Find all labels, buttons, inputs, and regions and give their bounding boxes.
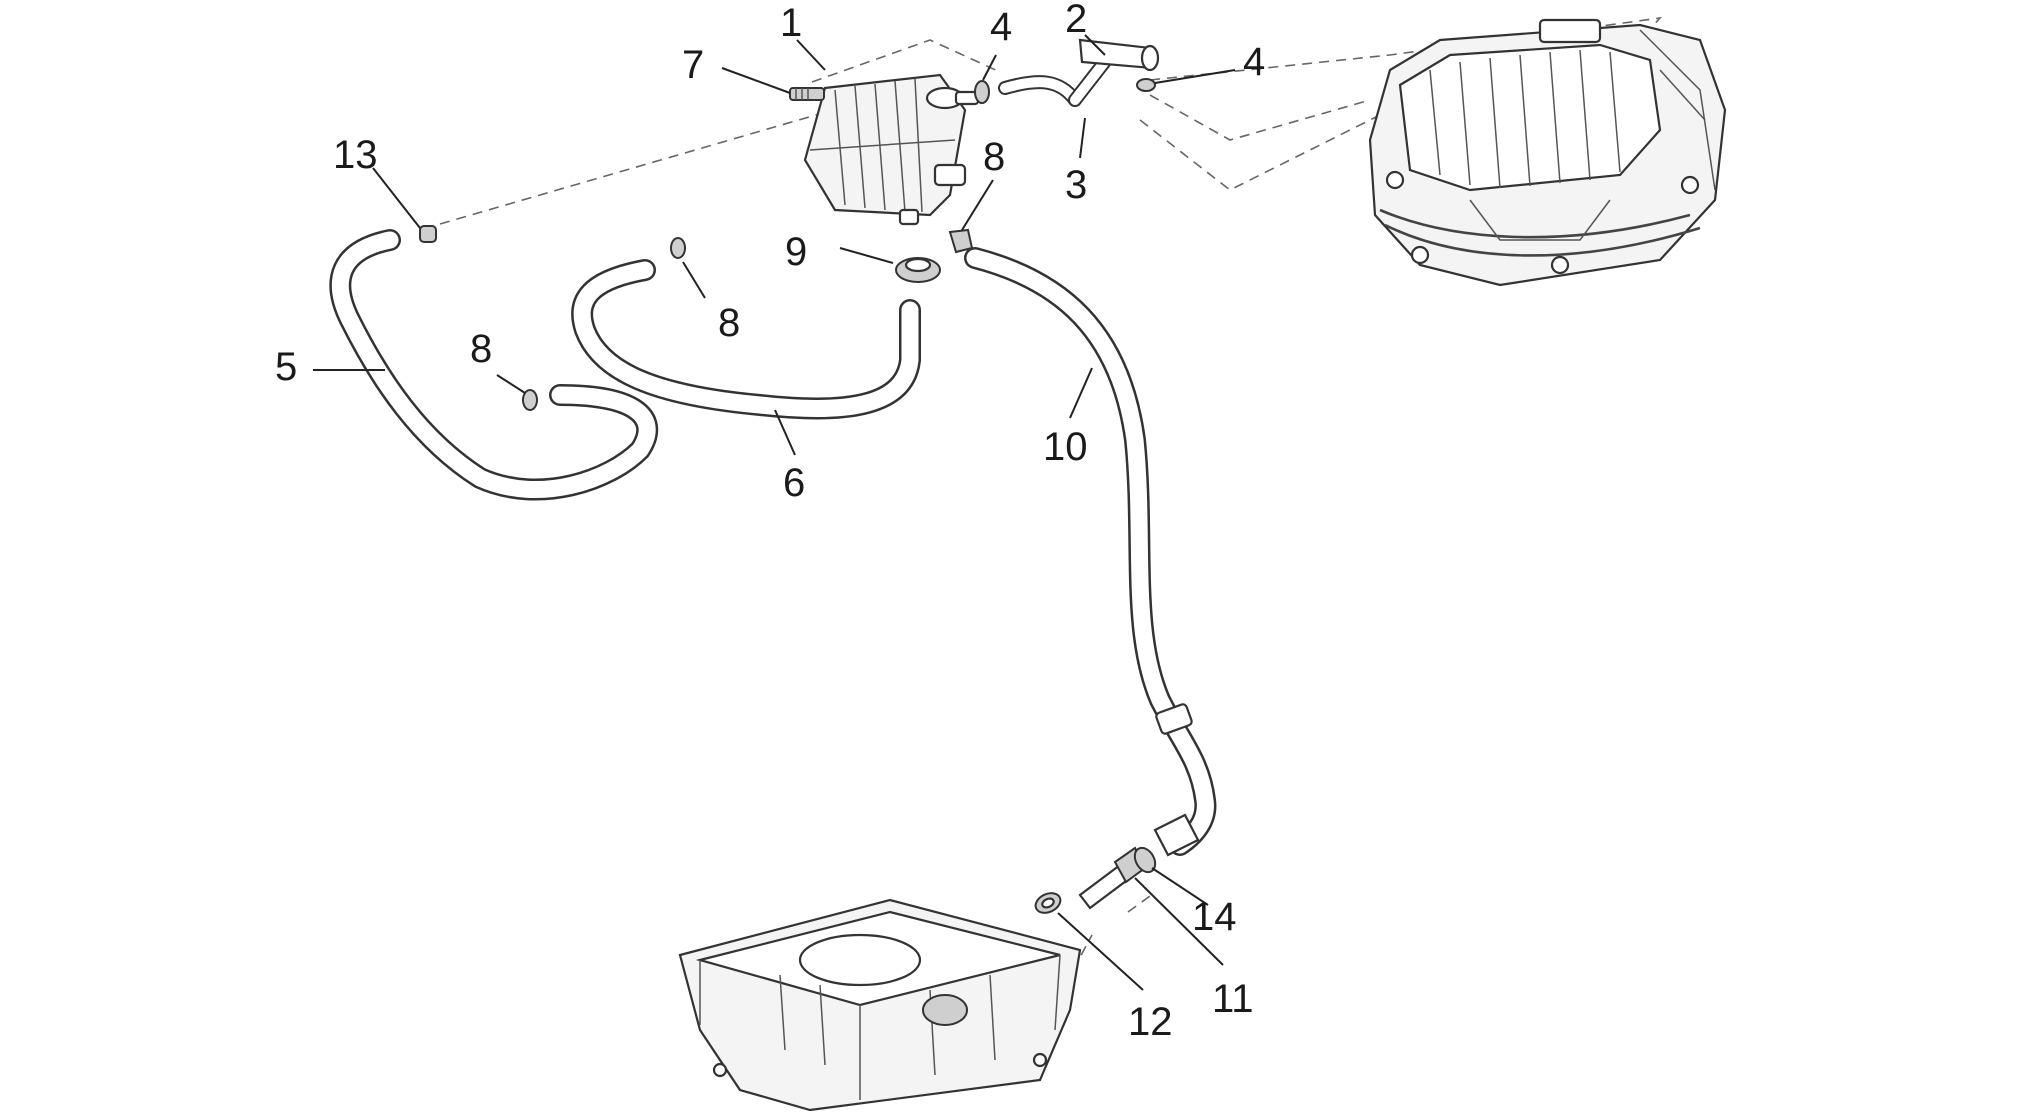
air-filter-box <box>1368 18 1727 287</box>
callout-8-upper: 8 <box>983 135 1005 179</box>
callout-4-right: 4 <box>1243 40 1265 84</box>
callout-12: 12 <box>1128 1000 1173 1044</box>
callout-8-lower: 8 <box>470 327 492 371</box>
callout-leader-lines <box>313 34 1236 991</box>
clamp-part-8-middle <box>670 237 686 259</box>
callout-13: 13 <box>333 133 378 177</box>
callout-labels: 1 2 3 4 4 5 6 7 8 8 8 9 10 11 12 13 14 <box>275 0 1265 1044</box>
clamp-part-4-right <box>1136 78 1156 92</box>
callout-6: 6 <box>783 461 805 505</box>
screw-part-7 <box>789 87 825 101</box>
clamp-part-4-left <box>974 80 990 104</box>
washer-part-12 <box>1034 892 1062 914</box>
callout-14: 14 <box>1192 895 1237 939</box>
callout-9: 9 <box>785 230 807 274</box>
callout-7: 7 <box>682 43 704 87</box>
hose-part-5 <box>329 229 659 501</box>
callout-10: 10 <box>1043 425 1088 469</box>
callout-4-left: 4 <box>990 5 1012 49</box>
clamp-part-13 <box>419 225 437 243</box>
callout-5: 5 <box>275 345 297 389</box>
callout-1: 1 <box>780 1 802 45</box>
callout-2: 2 <box>1065 0 1087 41</box>
hose-part-10 <box>964 247 1217 856</box>
callout-8-middle: 8 <box>718 301 740 345</box>
seal-part-14 <box>1133 846 1157 874</box>
oil-sump <box>678 898 1082 1112</box>
grommet-part-9 <box>895 257 941 283</box>
clamp-part-8-lower <box>522 389 538 411</box>
callout-11: 11 <box>1212 977 1254 1021</box>
hose-part-6 <box>571 259 921 420</box>
oil-separator-box <box>803 73 980 226</box>
bent-tube-part-2 <box>998 38 1160 107</box>
callout-3: 3 <box>1065 163 1087 207</box>
clamp-part-8-upper <box>948 228 974 254</box>
